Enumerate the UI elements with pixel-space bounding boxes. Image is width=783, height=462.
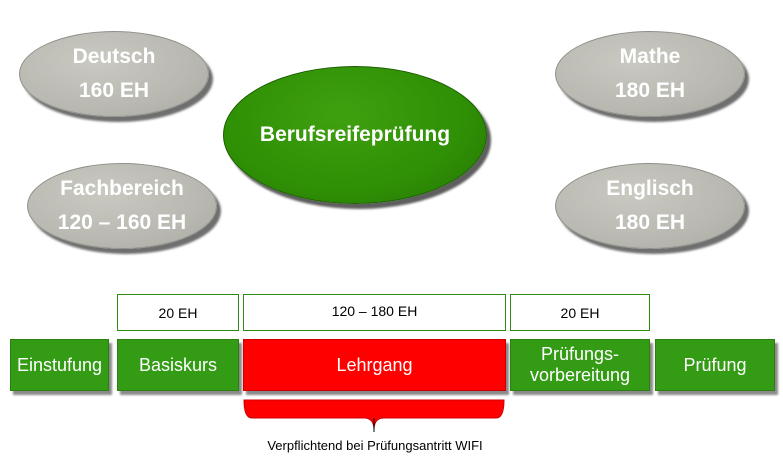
center-label: Berufsreifeprüfung: [259, 123, 451, 146]
step-vorbereitung-label-1: Prüfungs-: [540, 344, 620, 364]
subject-fachbereich: Fachbereich 120 – 160 EH: [27, 163, 217, 249]
step-vorbereitung: Prüfungs- vorbereitung: [510, 339, 650, 391]
step-einstufung: Einstufung: [10, 339, 109, 391]
step-einstufung-label: Einstufung: [16, 354, 103, 375]
subject-fachbereich-name: Fachbereich: [60, 177, 184, 200]
step-vorbereitung-label-2: vorbereitung: [529, 365, 631, 385]
hours-basiskurs: 20 EH: [117, 294, 239, 331]
subject-englisch-units: 180 EH: [614, 211, 686, 234]
step-lehrgang: Lehrgang: [243, 339, 506, 391]
center-berufsreifepruefung: Berufsreifeprüfung: [223, 66, 487, 204]
step-pruefung-label: Prüfung: [683, 354, 747, 375]
subject-deutsch: Deutsch 160 EH: [19, 31, 209, 117]
subject-deutsch-units: 160 EH: [78, 79, 150, 102]
lehrgang-brace: [243, 399, 505, 432]
step-basiskurs-label: Basiskurs: [138, 354, 218, 375]
subject-englisch: Englisch 180 EH: [555, 163, 745, 249]
mandatory-note: Verpflichtend bei Prüfungsantritt WIFI: [267, 438, 483, 453]
subject-englisch-name: Englisch: [606, 177, 694, 200]
step-pruefung: Prüfung: [655, 339, 775, 391]
subject-fachbereich-units: 120 – 160 EH: [57, 211, 187, 234]
hours-vorbereitung: 20 EH: [510, 294, 650, 331]
hours-lehrgang: 120 – 180 EH: [243, 294, 506, 331]
subject-mathe-name: Mathe: [619, 45, 681, 68]
step-lehrgang-label: Lehrgang: [336, 354, 413, 375]
step-basiskurs: Basiskurs: [117, 339, 239, 391]
hours-vorbereitung-text: 20 EH: [560, 304, 600, 321]
subject-mathe: Mathe 180 EH: [555, 31, 745, 117]
hours-lehrgang-text: 120 – 180 EH: [331, 303, 418, 319]
hours-basiskurs-text: 20 EH: [158, 304, 198, 321]
subject-mathe-units: 180 EH: [614, 79, 686, 102]
subject-deutsch-name: Deutsch: [72, 45, 156, 68]
